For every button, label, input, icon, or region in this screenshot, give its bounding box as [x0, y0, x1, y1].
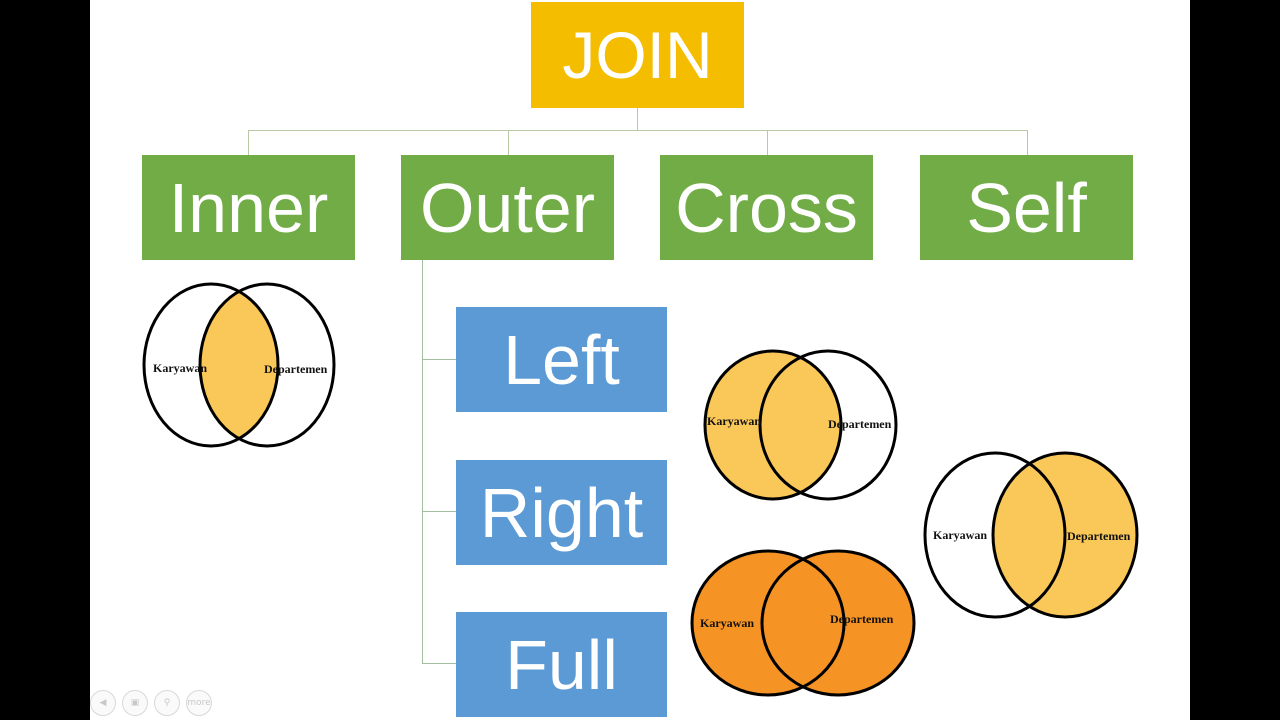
venn-right-right-label: Departemen: [1067, 529, 1131, 543]
join-box: JOIN: [531, 2, 744, 108]
right-join-box: Right: [456, 460, 667, 565]
cross-box: Cross: [660, 155, 873, 260]
slides-icon[interactable]: ▣: [122, 690, 148, 716]
full-join-box: Full: [456, 612, 667, 717]
self-box: Self: [920, 155, 1133, 260]
venn-left-right-label: Departemen: [828, 417, 892, 431]
venn-inner: Karyawan Departemen: [142, 282, 336, 448]
venn-left: Karyawan Departemen: [703, 349, 898, 501]
connector-branch: [248, 130, 1027, 131]
more-icon[interactable]: more: [186, 690, 212, 716]
venn-right: Karyawan Departemen: [923, 451, 1139, 619]
connector-left: [422, 359, 456, 360]
inner-box: Inner: [142, 155, 355, 260]
connector-full: [422, 663, 456, 664]
venn-inner-right-label: Departemen: [264, 362, 328, 376]
connector-outer: [508, 130, 509, 155]
venn-full-right-label: Departemen: [830, 612, 894, 626]
venn-inner-left-label: Karyawan: [153, 361, 207, 375]
connector-self: [1027, 130, 1028, 155]
slide-canvas: JOIN Inner Outer Cross Self Left Right F…: [90, 0, 1190, 720]
venn-right-left-label: Karyawan: [933, 528, 987, 542]
slideshow-controls: ◀ ▣ ⚲ more: [90, 690, 212, 716]
venn-full-left-label: Karyawan: [700, 616, 754, 630]
left-join-box: Left: [456, 307, 667, 412]
connector-root: [637, 108, 638, 130]
connector-inner: [248, 130, 249, 155]
connector-cross: [767, 130, 768, 155]
venn-left-left-label: Karyawan: [707, 414, 761, 428]
previous-icon[interactable]: ◀: [90, 690, 116, 716]
venn-full: Karyawan Departemen: [690, 549, 916, 697]
zoom-icon[interactable]: ⚲: [154, 690, 180, 716]
outer-box: Outer: [401, 155, 614, 260]
connector-outer-trunk: [422, 260, 423, 664]
connector-right: [422, 511, 456, 512]
